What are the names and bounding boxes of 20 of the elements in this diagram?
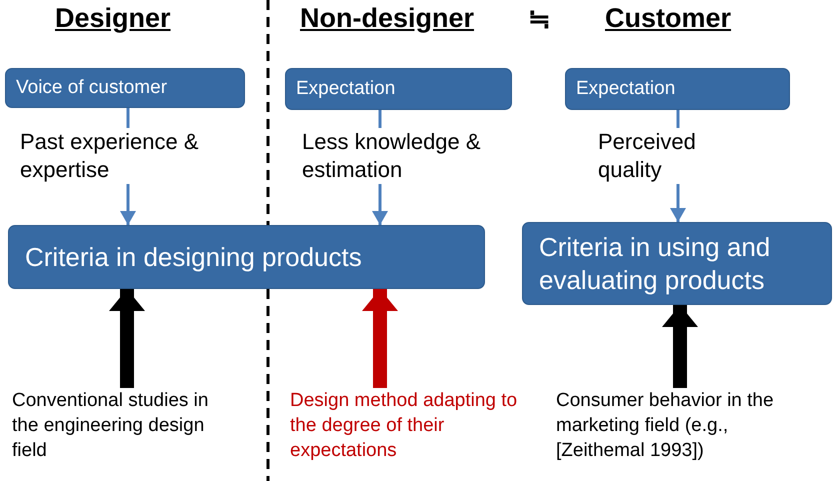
description-text: Conventional studies in the engineering design field — [12, 389, 210, 463]
column-heading: Non-designer — [300, 3, 474, 34]
box-label: Criteria in using and evaluating products — [539, 231, 772, 296]
process-box — [5, 68, 245, 108]
approx-equal-sign: ≒ — [528, 3, 551, 35]
process-box — [8, 225, 485, 289]
column-heading: Designer — [55, 3, 171, 34]
box-label: Criteria in designing products — [25, 240, 362, 274]
block-arrow — [109, 289, 145, 388]
process-box — [522, 222, 832, 305]
process-box — [565, 68, 790, 110]
description-text: Design method adapting to the degree of their expectations — [290, 389, 518, 463]
block-arrow — [362, 289, 398, 388]
column-heading: Customer — [605, 3, 732, 34]
box-label: Expectation — [296, 77, 396, 101]
box-label: Voice of customer — [16, 76, 168, 100]
box-label: Expectation — [576, 77, 676, 101]
block-arrow — [662, 305, 698, 388]
description-text: Consumer behavior in the marketing field (e.g., [Zeithemal 1993]) — [556, 389, 775, 463]
process-box — [285, 68, 512, 110]
